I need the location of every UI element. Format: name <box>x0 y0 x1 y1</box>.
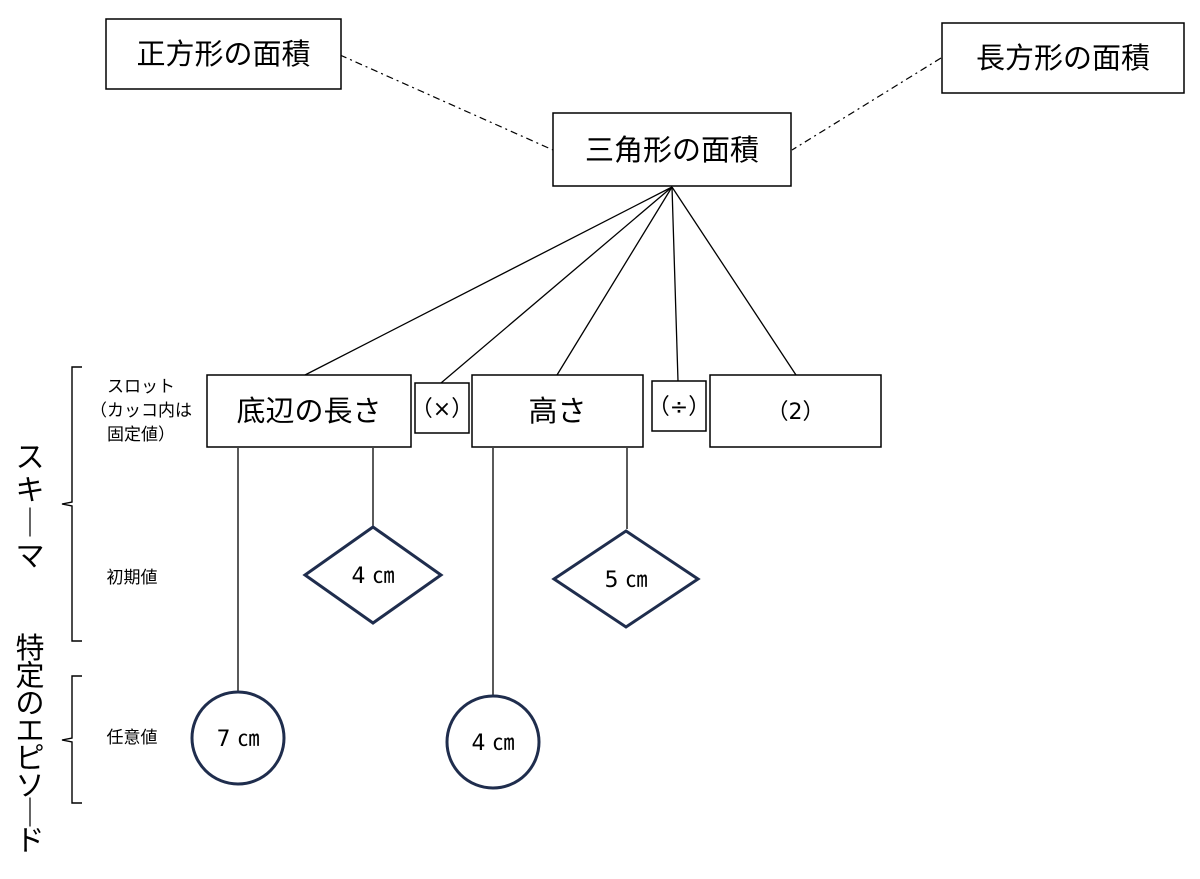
triangle-area-label: 三角形の面積 <box>585 133 759 167</box>
link-triangle-to-two <box>671 186 797 376</box>
slot-label-line1: スロット <box>107 377 175 397</box>
arbitrary-height-value: 4 ㎝ <box>472 731 515 756</box>
link-rectangle-to-triangle <box>791 57 942 151</box>
schema-brace <box>61 366 82 642</box>
slot-two-box: （2） <box>709 374 882 448</box>
slot-height-label: 高さ <box>528 394 586 428</box>
rectangle-area-box: 長方形の面積 <box>941 22 1185 94</box>
slot-base-box: 底辺の長さ <box>206 374 412 448</box>
slot-two-label: （2） <box>767 400 825 425</box>
slot-base-label: 底辺の長さ <box>236 394 381 428</box>
initial-row-label: 初期値 <box>107 568 158 588</box>
slot-height-box: 高さ <box>471 374 644 448</box>
arbitrary-height-circle: 4 ㎝ <box>445 694 541 790</box>
slot-times-label: （×） <box>411 397 473 422</box>
initial-base-diamond: 4 ㎝ <box>302 525 444 625</box>
slot-times-box: （×） <box>411 382 473 434</box>
episode-vertical-label: 特定のエピソ｜ド <box>15 631 44 858</box>
initial-base-value: 4 ㎝ <box>352 564 395 589</box>
arbitrary-row-label: 任意値 <box>107 728 158 748</box>
link-triangle-to-times <box>440 186 673 384</box>
initial-height-value: 5 ㎝ <box>605 568 648 593</box>
square-area-label: 正方形の面積 <box>136 37 310 71</box>
square-area-box: 正方形の面積 <box>105 18 342 90</box>
link-triangle-to-divide <box>671 186 679 382</box>
schema-vertical-label: スキ｜マ <box>15 440 44 573</box>
episode-brace <box>61 675 82 804</box>
slot-divide-label: （÷） <box>648 395 710 420</box>
link-square-to-triangle <box>339 54 554 151</box>
arbitrary-base-value: 7 ㎝ <box>217 727 260 752</box>
initial-height-diamond: 5 ㎝ <box>551 529 701 629</box>
slot-divide-box: （÷） <box>648 380 710 432</box>
triangle-area-box: 三角形の面積 <box>552 112 792 187</box>
slot-label-line2: （カッコ内は <box>90 401 192 421</box>
rectangle-area-label: 長方形の面積 <box>976 41 1150 75</box>
slot-label-line3: 固定値） <box>107 425 175 445</box>
link-triangle-to-height <box>556 186 673 376</box>
arbitrary-base-circle: 7 ㎝ <box>190 690 286 786</box>
link-triangle-to-base <box>304 186 673 376</box>
